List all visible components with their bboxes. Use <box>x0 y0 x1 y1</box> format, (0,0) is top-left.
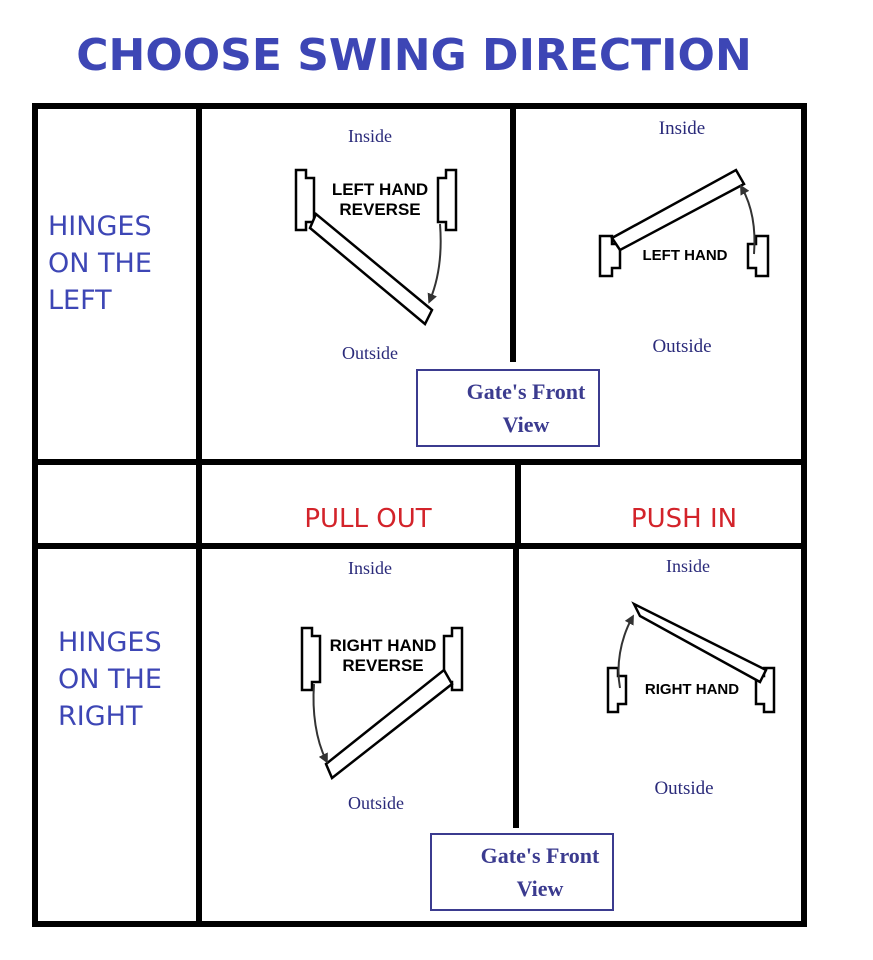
row-label-line: LEFT <box>48 285 112 316</box>
outside-label: Outside <box>654 778 714 799</box>
row-label-line: ON THE <box>48 248 152 279</box>
right-hand-reverse-diagram <box>300 626 464 780</box>
row-label-hinges-right: HINGES ON THE RIGHT <box>58 624 162 735</box>
door-label-line: RIGHT HAND <box>329 636 437 655</box>
left-hand-reverse-diagram <box>294 168 458 326</box>
door-label-left-hand-reverse: LEFT HAND REVERSE <box>318 180 442 220</box>
door-label-line: LEFT HAND <box>642 247 728 264</box>
door-label-left-hand: LEFT HAND <box>622 246 748 266</box>
outside-label: Outside <box>342 343 398 363</box>
door-label-line: RIGHT HAND <box>644 681 740 698</box>
gate-front-view-legend: Gate's Front View <box>430 833 614 911</box>
legend-line: Gate's Front <box>466 379 586 404</box>
door-label-line: LEFT HAND <box>331 180 429 199</box>
page-title: CHOOSE SWING DIRECTION <box>76 30 752 81</box>
door-label-line: REVERSE <box>342 656 424 675</box>
inside-label: Inside <box>348 558 392 578</box>
outside-label: Outside <box>652 336 712 357</box>
inside-label: Inside <box>666 556 710 576</box>
row-label-hinges-left: HINGES ON THE LEFT <box>48 208 152 319</box>
right-hand-diagram <box>606 601 776 714</box>
gate-front-view-legend: Gate's Front View <box>416 369 600 447</box>
door-label-line: REVERSE <box>339 200 421 219</box>
gate-post-icon <box>606 666 628 714</box>
column-label-pull-out: PULL OUT <box>304 504 432 534</box>
swing-arrow-icon <box>740 184 756 255</box>
outside-label: Outside <box>348 793 404 813</box>
row-label-line: RIGHT <box>58 701 143 732</box>
left-hand-diagram <box>598 168 770 278</box>
legend-line: View <box>502 412 550 437</box>
inside-label: Inside <box>348 126 392 146</box>
row-label-line: HINGES <box>58 627 162 658</box>
gate-post-icon <box>746 234 770 278</box>
row-label-line: HINGES <box>48 211 152 242</box>
swing-arrow-icon <box>617 614 634 689</box>
gate-post-icon <box>300 626 322 692</box>
door-label-right-hand: RIGHT HAND <box>630 680 754 700</box>
swing-arrow-icon <box>312 683 328 764</box>
inside-label: Inside <box>658 118 706 139</box>
door-label-right-hand-reverse: RIGHT HAND REVERSE <box>318 636 448 676</box>
legend-line: Gate's Front <box>480 843 600 868</box>
legend-line: View <box>516 876 564 901</box>
column-label-push-in: PUSH IN <box>630 504 738 534</box>
gate-post-icon <box>294 168 316 232</box>
row-label-line: ON THE <box>58 664 162 695</box>
swing-arrow-icon <box>427 223 442 304</box>
gate-post-icon <box>436 168 458 232</box>
grid-lines <box>32 103 807 927</box>
